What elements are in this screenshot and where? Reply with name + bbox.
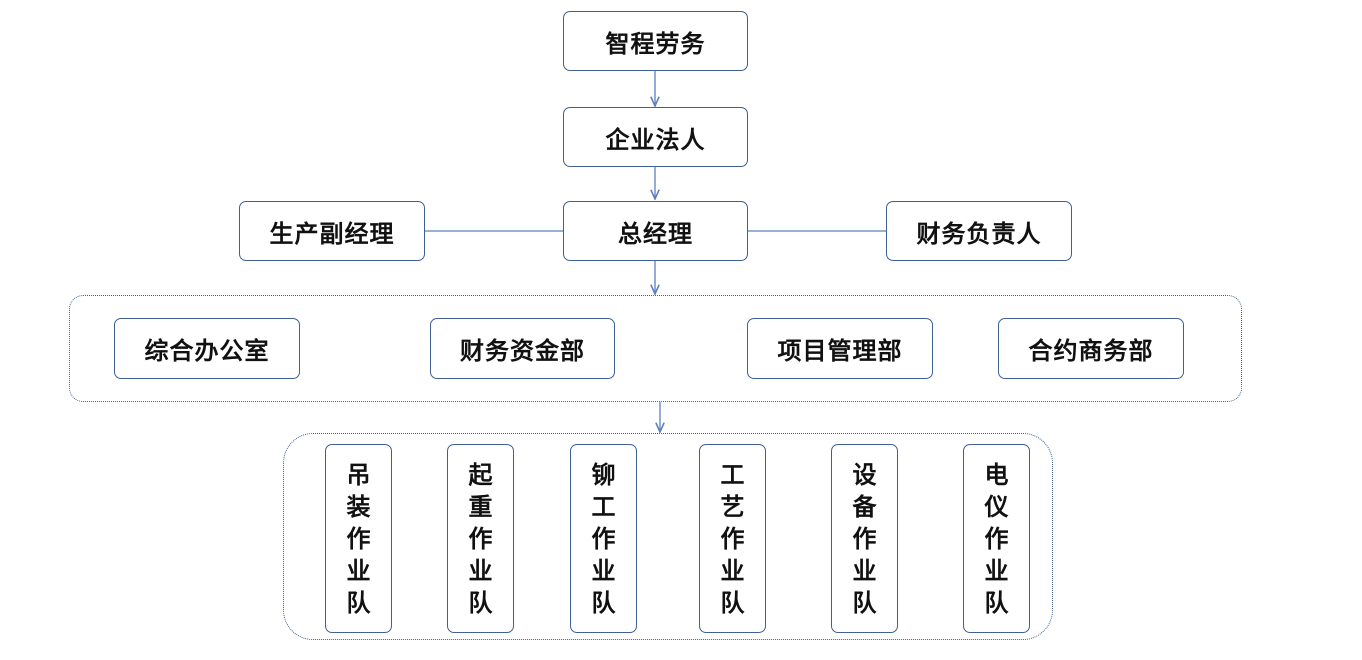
team-node: 铆工作业队 [570,444,637,633]
department-node: 综合办公室 [114,318,300,379]
department-node: 财务资金部 [430,318,615,379]
finance-head-node: 财务负责人 [886,201,1072,261]
teams-group [283,433,1053,640]
departments-group [69,295,1242,402]
team-node: 工艺作业队 [699,444,766,633]
team-node: 起重作业队 [447,444,514,633]
department-node: 合约商务部 [998,318,1184,379]
team-node: 吊装作业队 [325,444,392,633]
team-node: 设备作业队 [831,444,898,633]
team-node: 电仪作业队 [963,444,1030,633]
production-deputy-node: 生产副经理 [239,201,425,261]
general-manager-node: 总经理 [563,201,748,261]
company-node: 智程劳务 [563,11,748,71]
department-node: 项目管理部 [747,318,933,379]
legal-person-node: 企业法人 [563,107,748,167]
